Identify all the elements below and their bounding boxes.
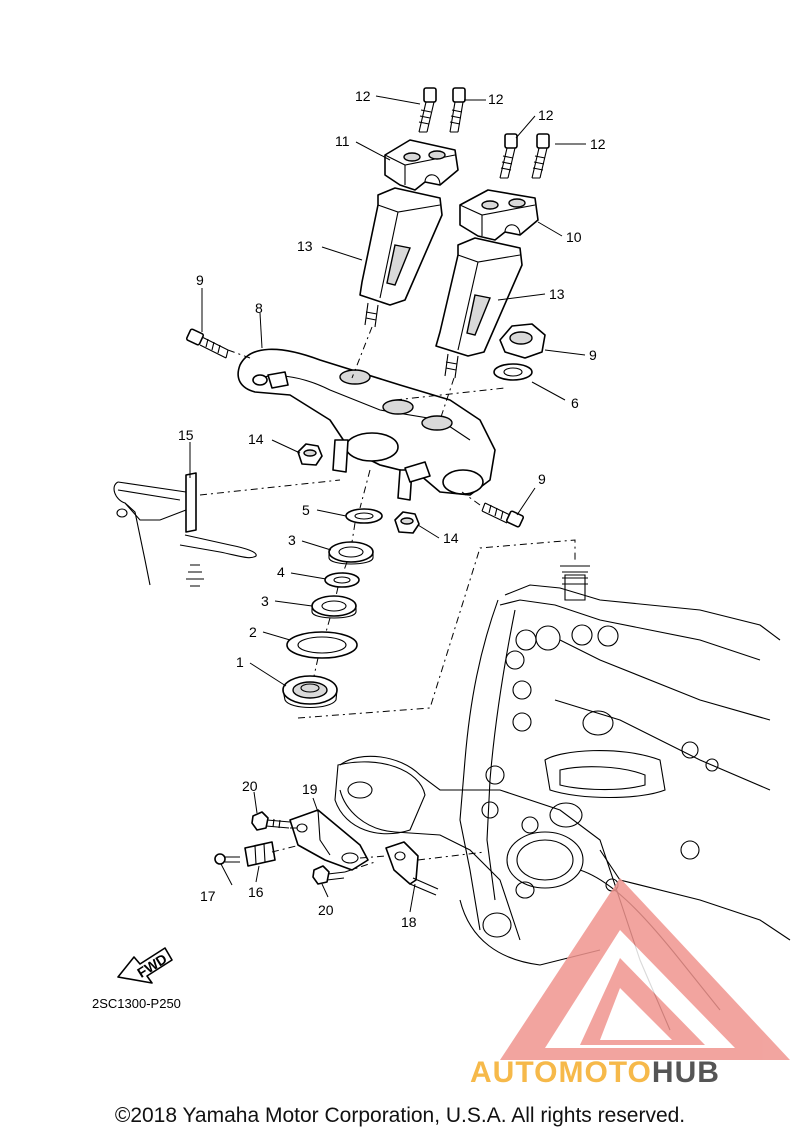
alignment-lines <box>199 326 576 873</box>
bolt-12-c <box>499 133 518 179</box>
leader-lines <box>189 95 586 913</box>
nut-14-left <box>297 443 323 466</box>
diagram-code: 2SC1300-P250 <box>92 996 181 1011</box>
bearing-1 <box>282 675 338 709</box>
callout-4: 4 <box>277 564 285 580</box>
washer-6 <box>493 363 533 381</box>
callout-20: 20 <box>242 778 258 794</box>
callout-12: 12 <box>355 88 371 104</box>
callout-13: 13 <box>549 286 565 302</box>
callout-2: 2 <box>249 624 257 640</box>
plate-19 <box>289 809 369 871</box>
riser-13-left <box>359 187 443 328</box>
upper-clamp-10 <box>459 189 539 241</box>
nut-7 <box>499 323 546 359</box>
ring-nut-3-upper <box>328 541 374 565</box>
bolt-20-bottom <box>312 865 346 885</box>
callout-5: 5 <box>302 502 310 518</box>
callout-3: 3 <box>261 593 269 609</box>
callout-1: 1 <box>236 654 244 670</box>
bolt-9-bottom <box>481 502 525 528</box>
callout-3: 3 <box>288 532 296 548</box>
bolt-12-a <box>418 87 437 133</box>
callout-7: 9 <box>589 347 597 363</box>
callout-14: 14 <box>443 530 459 546</box>
callout-14: 14 <box>248 431 264 447</box>
callout-11: 11 <box>335 133 350 149</box>
callout-17: 17 <box>200 888 216 904</box>
copyright-notice: ©2018 Yamaha Motor Corporation, U.S.A. A… <box>114 1104 686 1127</box>
callout-9: 9 <box>196 272 204 288</box>
callout-10: 10 <box>566 229 582 245</box>
washer-5 <box>345 508 383 524</box>
screw-17 <box>214 853 240 865</box>
callout-12: 12 <box>590 136 606 152</box>
callout-15: 15 <box>178 427 194 443</box>
bolt-9-top <box>185 328 229 359</box>
bolt-20-top <box>251 811 291 831</box>
callout-16: 16 <box>248 884 264 900</box>
upper-clamp-11 <box>384 139 459 191</box>
bolt-12-d <box>531 133 550 179</box>
bracket-15 <box>113 472 257 587</box>
callout-13: 13 <box>297 238 313 254</box>
washer-4 <box>324 572 360 588</box>
clip-16 <box>244 841 276 867</box>
watermark-part1: AUTOMOTO <box>470 1056 652 1089</box>
callout-9: 9 <box>538 471 546 487</box>
watermark-part2: HUB <box>651 1056 720 1089</box>
callout-12: 12 <box>488 91 504 107</box>
callout-6: 6 <box>571 395 579 411</box>
bolt-12-b <box>449 87 466 133</box>
forward-arrow-icon: FWD <box>117 947 173 984</box>
riser-13-right <box>435 237 523 379</box>
frame-drawing <box>334 565 791 1031</box>
upper-bracket-8 <box>237 348 496 501</box>
watermark-logo <box>500 878 790 1060</box>
watermark-text: AUTOMOTOHUB <box>470 1056 720 1090</box>
ring-nut-3-lower <box>311 595 357 619</box>
callout-8: 8 <box>255 300 263 316</box>
callouts: 12 12 12 12 11 10 13 13 9 6 8 9 9 14 14 … <box>178 88 606 930</box>
callout-12: 12 <box>538 107 554 123</box>
nut-14-right <box>394 511 420 534</box>
callout-18: 18 <box>401 914 417 930</box>
callout-20: 20 <box>318 902 334 918</box>
bracket-18 <box>385 841 439 896</box>
seal-2 <box>286 631 358 659</box>
callout-19: 19 <box>302 781 318 797</box>
